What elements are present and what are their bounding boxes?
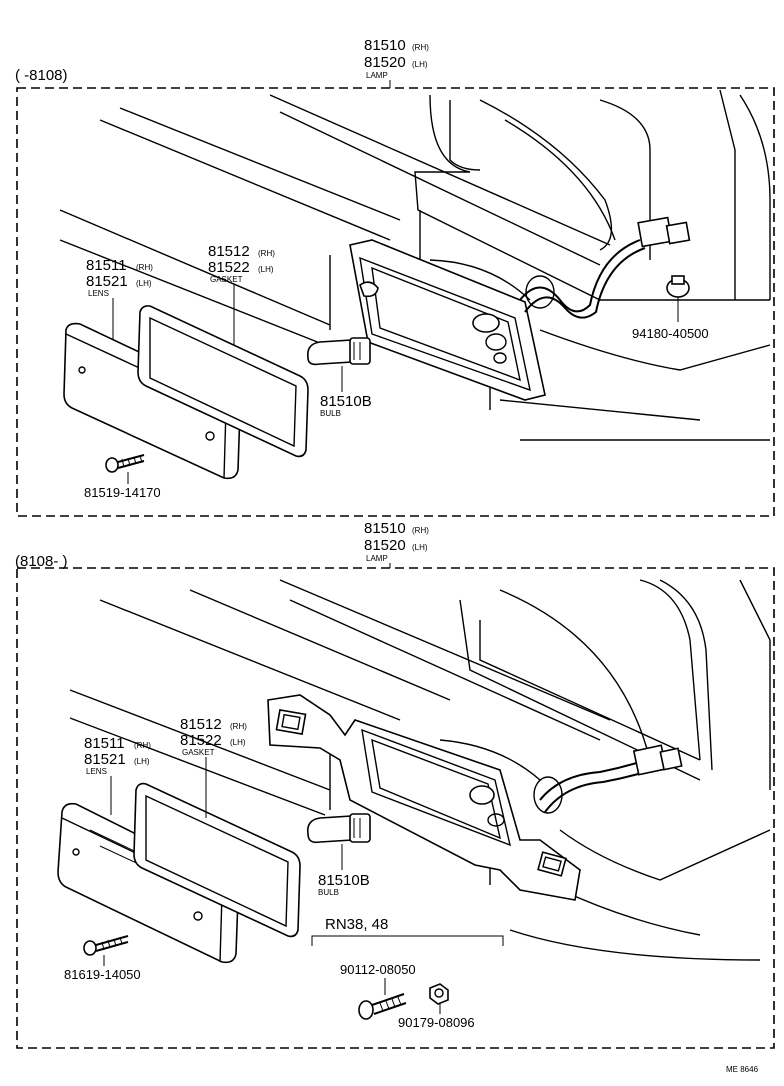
svg-text:(LH): (LH) xyxy=(412,60,428,69)
top-connector-icon xyxy=(637,216,673,248)
bottom-lamp-callout: 81510 (RH) 81520 (LH) LAMP xyxy=(364,520,429,568)
top-panel: ( -8108) 81510 (RH) 81520 (LH) LAMP xyxy=(15,37,775,517)
svg-text:81521: 81521 xyxy=(84,751,126,768)
svg-text:(LH): (LH) xyxy=(136,279,152,288)
svg-text:GASKET: GASKET xyxy=(182,748,215,757)
svg-text:(LH): (LH) xyxy=(134,757,150,766)
top-grommet-label: 94180-40500 xyxy=(632,326,709,341)
bottom-range-label: (8108- ) xyxy=(15,553,68,570)
top-bulb-socket-hole xyxy=(472,313,500,333)
bottom-bulb-callout: 81510B BULB xyxy=(318,872,370,897)
top-gasket xyxy=(137,305,309,458)
svg-text:(RH): (RH) xyxy=(412,526,429,535)
svg-text:81522: 81522 xyxy=(208,259,250,276)
svg-text:81520: 81520 xyxy=(364,54,406,71)
top-body-lines xyxy=(59,89,771,441)
svg-text:BULB: BULB xyxy=(318,888,339,897)
footer-code: ME 8646 xyxy=(726,1065,759,1074)
model-group: RN38, 48 90112-08050 90179-08096 xyxy=(311,916,504,1030)
bottom-bulb-socket-hole xyxy=(469,785,495,805)
bottom-lamp-housing xyxy=(267,694,581,901)
top-grommet-icon xyxy=(666,275,690,322)
svg-text:81510B: 81510B xyxy=(318,872,370,889)
svg-text:81520: 81520 xyxy=(364,537,406,554)
svg-text:81522: 81522 xyxy=(180,732,222,749)
bottom-lens-callout: 81511 (RH) 81521 (LH) LENS xyxy=(84,735,151,815)
svg-text:81512: 81512 xyxy=(208,243,250,260)
svg-text:LAMP: LAMP xyxy=(366,554,388,563)
top-screw-label: 81519-14170 xyxy=(84,485,161,500)
svg-text:LENS: LENS xyxy=(86,767,107,776)
svg-text:81510: 81510 xyxy=(364,520,406,537)
svg-text:81512: 81512 xyxy=(180,716,222,733)
top-gasket-callout: 81512 (RH) 81522 (LH) GASKET xyxy=(208,243,275,345)
svg-text:(RH): (RH) xyxy=(412,43,429,52)
bottom-bulb-icon xyxy=(306,813,371,870)
svg-text:(LH): (LH) xyxy=(258,265,274,274)
svg-text:(RH): (RH) xyxy=(134,741,151,750)
bottom-gasket-callout: 81512 (RH) 81522 (LH) GASKET xyxy=(180,716,247,818)
svg-text:LENS: LENS xyxy=(88,289,109,298)
bolt-icon xyxy=(358,993,407,1020)
svg-text:(RH): (RH) xyxy=(136,263,153,272)
top-lens-callout: 81511 (RH) 81521 (LH) LENS xyxy=(86,257,153,340)
svg-text:81510B: 81510B xyxy=(320,393,372,410)
bottom-panel-border xyxy=(16,567,775,1049)
svg-text:LAMP: LAMP xyxy=(366,71,388,80)
top-lamp-callout: 81510 (RH) 81520 (LH) LAMP xyxy=(364,37,429,88)
nut-icon xyxy=(429,983,449,1014)
bolt-label: 90112-08050 xyxy=(340,962,416,977)
bottom-body-lines xyxy=(69,579,771,961)
top-panel-border xyxy=(16,87,775,517)
svg-text:BULB: BULB xyxy=(320,409,341,418)
svg-text:81511: 81511 xyxy=(84,735,125,752)
top-bulb-callout: 81510B BULB xyxy=(320,393,372,418)
top-screw-icon xyxy=(105,454,145,484)
bottom-panel: (8108- ) 81510 (RH) 81520 (LH) LAMP xyxy=(15,520,775,1049)
svg-text:81511: 81511 xyxy=(86,257,127,274)
svg-text:(RH): (RH) xyxy=(230,722,247,731)
svg-text:81510: 81510 xyxy=(364,37,406,54)
svg-text:GASKET: GASKET xyxy=(210,275,243,284)
svg-text:(LH): (LH) xyxy=(230,738,246,747)
bottom-screw-label: 81619-14050 xyxy=(64,967,141,982)
bottom-screw-icon xyxy=(83,935,129,966)
model-group-label: RN38, 48 xyxy=(325,916,388,933)
svg-text:(LH): (LH) xyxy=(412,543,428,552)
svg-text:81521: 81521 xyxy=(86,273,128,290)
svg-text:(RH): (RH) xyxy=(258,249,275,258)
top-wire-harness xyxy=(519,216,691,319)
top-range-label: ( -8108) xyxy=(15,67,68,84)
bottom-gasket xyxy=(133,782,301,938)
top-bulb-icon xyxy=(306,337,371,392)
top-lamp-housing xyxy=(349,239,546,401)
bottom-wire-harness xyxy=(533,744,683,814)
nut-label: 90179-08096 xyxy=(398,1015,475,1030)
